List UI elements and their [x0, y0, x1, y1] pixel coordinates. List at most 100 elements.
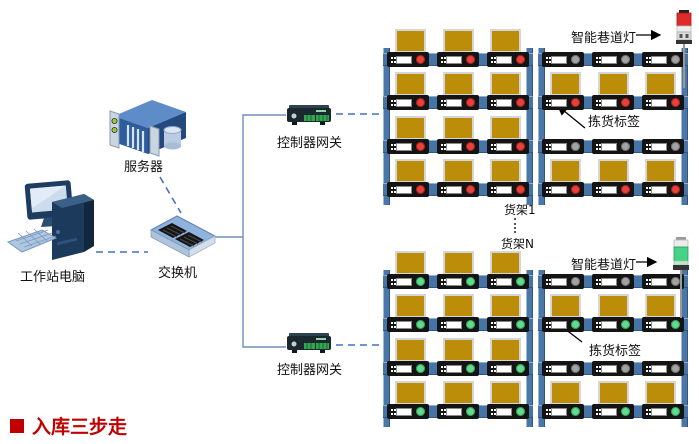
aisle-light-bottom-label: 智能巷道灯: [571, 258, 637, 273]
goods-box: [395, 381, 426, 405]
pick-tag-device: [592, 317, 634, 332]
shelf-ellipsis-dots: [514, 218, 516, 233]
tag-display: [496, 55, 512, 64]
tag-led-green: [671, 320, 680, 329]
shelf-beam: [383, 139, 533, 154]
tag-led-gray: [621, 142, 630, 151]
server-icon: [106, 96, 192, 158]
pick-tag-device: [437, 182, 479, 197]
shelf-box-row: [389, 338, 527, 362]
shelf-beam: [383, 274, 533, 289]
shelf-box-row: [544, 159, 682, 183]
tag-buttons: [646, 365, 648, 368]
goods-box: [442, 338, 474, 362]
goods-box: [490, 159, 521, 183]
pick-tag-device: [387, 182, 429, 197]
tag-buttons: [391, 365, 393, 368]
switch-label: 交换机: [158, 266, 198, 281]
tag-led-gray: [671, 55, 680, 64]
tag-led-red: [466, 98, 475, 107]
tag-buttons: [546, 143, 548, 146]
pick-tag-device: [487, 95, 529, 110]
tag-display: [446, 364, 462, 373]
goods-box: [645, 159, 676, 183]
shelf-beam: [383, 317, 533, 332]
tag-display: [651, 185, 667, 194]
stack-light-green-icon: [671, 237, 691, 321]
workstation-icon: [6, 180, 98, 266]
tag-led-red: [416, 55, 425, 64]
tag-buttons: [441, 321, 443, 324]
tag-display: [601, 364, 617, 373]
tag-led-red: [671, 185, 680, 194]
pick-tag-device: [592, 274, 634, 289]
tag-led-gray: [671, 277, 680, 286]
tag-led-gray: [571, 55, 580, 64]
tag-led-green: [416, 320, 425, 329]
rack-post-right: [526, 48, 533, 205]
gateway-bottom-icon: [286, 331, 334, 357]
section-title: 入库三步走: [32, 416, 128, 438]
tag-led-red: [516, 55, 525, 64]
pick-tag-device: [542, 361, 584, 376]
tag-display: [601, 185, 617, 194]
tag-buttons: [546, 321, 548, 324]
pick-tag-device: [642, 139, 684, 154]
tag-display: [601, 142, 617, 151]
goods-box: [395, 116, 426, 140]
shelf-box-row: [389, 29, 527, 53]
goods-box: [550, 381, 581, 405]
goods-box: [395, 338, 426, 362]
pick-tag-device: [642, 317, 684, 332]
tag-buttons: [391, 408, 393, 411]
tag-buttons: [441, 186, 443, 189]
goods-box: [597, 159, 629, 183]
tag-led-red: [466, 55, 475, 64]
tag-display: [601, 320, 617, 329]
tag-buttons: [546, 278, 548, 281]
rack-post-left: [383, 48, 390, 205]
stack-light-red-icon: [674, 10, 694, 90]
shelf-box-row: [544, 381, 682, 405]
goods-box: [490, 381, 521, 405]
shelf-box-row: [389, 251, 527, 275]
rack-post-right: [681, 270, 688, 427]
pick-tag-device: [592, 52, 634, 67]
tag-display: [396, 320, 412, 329]
tag-buttons: [596, 143, 598, 146]
pick-tag-bottom-label: 拣货标签: [589, 344, 642, 359]
tag-display: [446, 277, 462, 286]
pick-tag-device: [387, 361, 429, 376]
goods-box: [550, 294, 581, 318]
gateway-bottom-label: 控制器网关: [277, 363, 343, 378]
tag-led-gray: [621, 55, 630, 64]
tag-buttons: [596, 56, 598, 59]
pick-tag-device: [437, 95, 479, 110]
pick-tag-device: [642, 274, 684, 289]
pick-tag-device: [592, 182, 634, 197]
tag-buttons: [596, 186, 598, 189]
tag-buttons: [491, 408, 493, 411]
goods-box: [645, 381, 676, 405]
tag-display: [496, 277, 512, 286]
pick-tag-device: [487, 361, 529, 376]
tag-led-gray: [571, 277, 580, 286]
tag-display: [496, 320, 512, 329]
shelf-beam: [383, 404, 533, 419]
pick-tag-device: [387, 52, 429, 67]
pick-tag-device: [642, 95, 684, 110]
tag-buttons: [646, 408, 648, 411]
pick-tag-device: [542, 52, 584, 67]
shelf-rack-bottom-right: [538, 250, 688, 427]
pick-tag-device: [592, 404, 634, 419]
tag-led-gray: [671, 142, 680, 151]
pick-tag-top-label: 拣货标签: [588, 115, 641, 130]
shelf-box-row: [544, 294, 682, 318]
tag-display: [651, 364, 667, 373]
tag-display: [551, 320, 567, 329]
tag-display: [551, 364, 567, 373]
pick-tag-device: [437, 52, 479, 67]
tag-buttons: [491, 56, 493, 59]
pick-tag-device: [387, 317, 429, 332]
